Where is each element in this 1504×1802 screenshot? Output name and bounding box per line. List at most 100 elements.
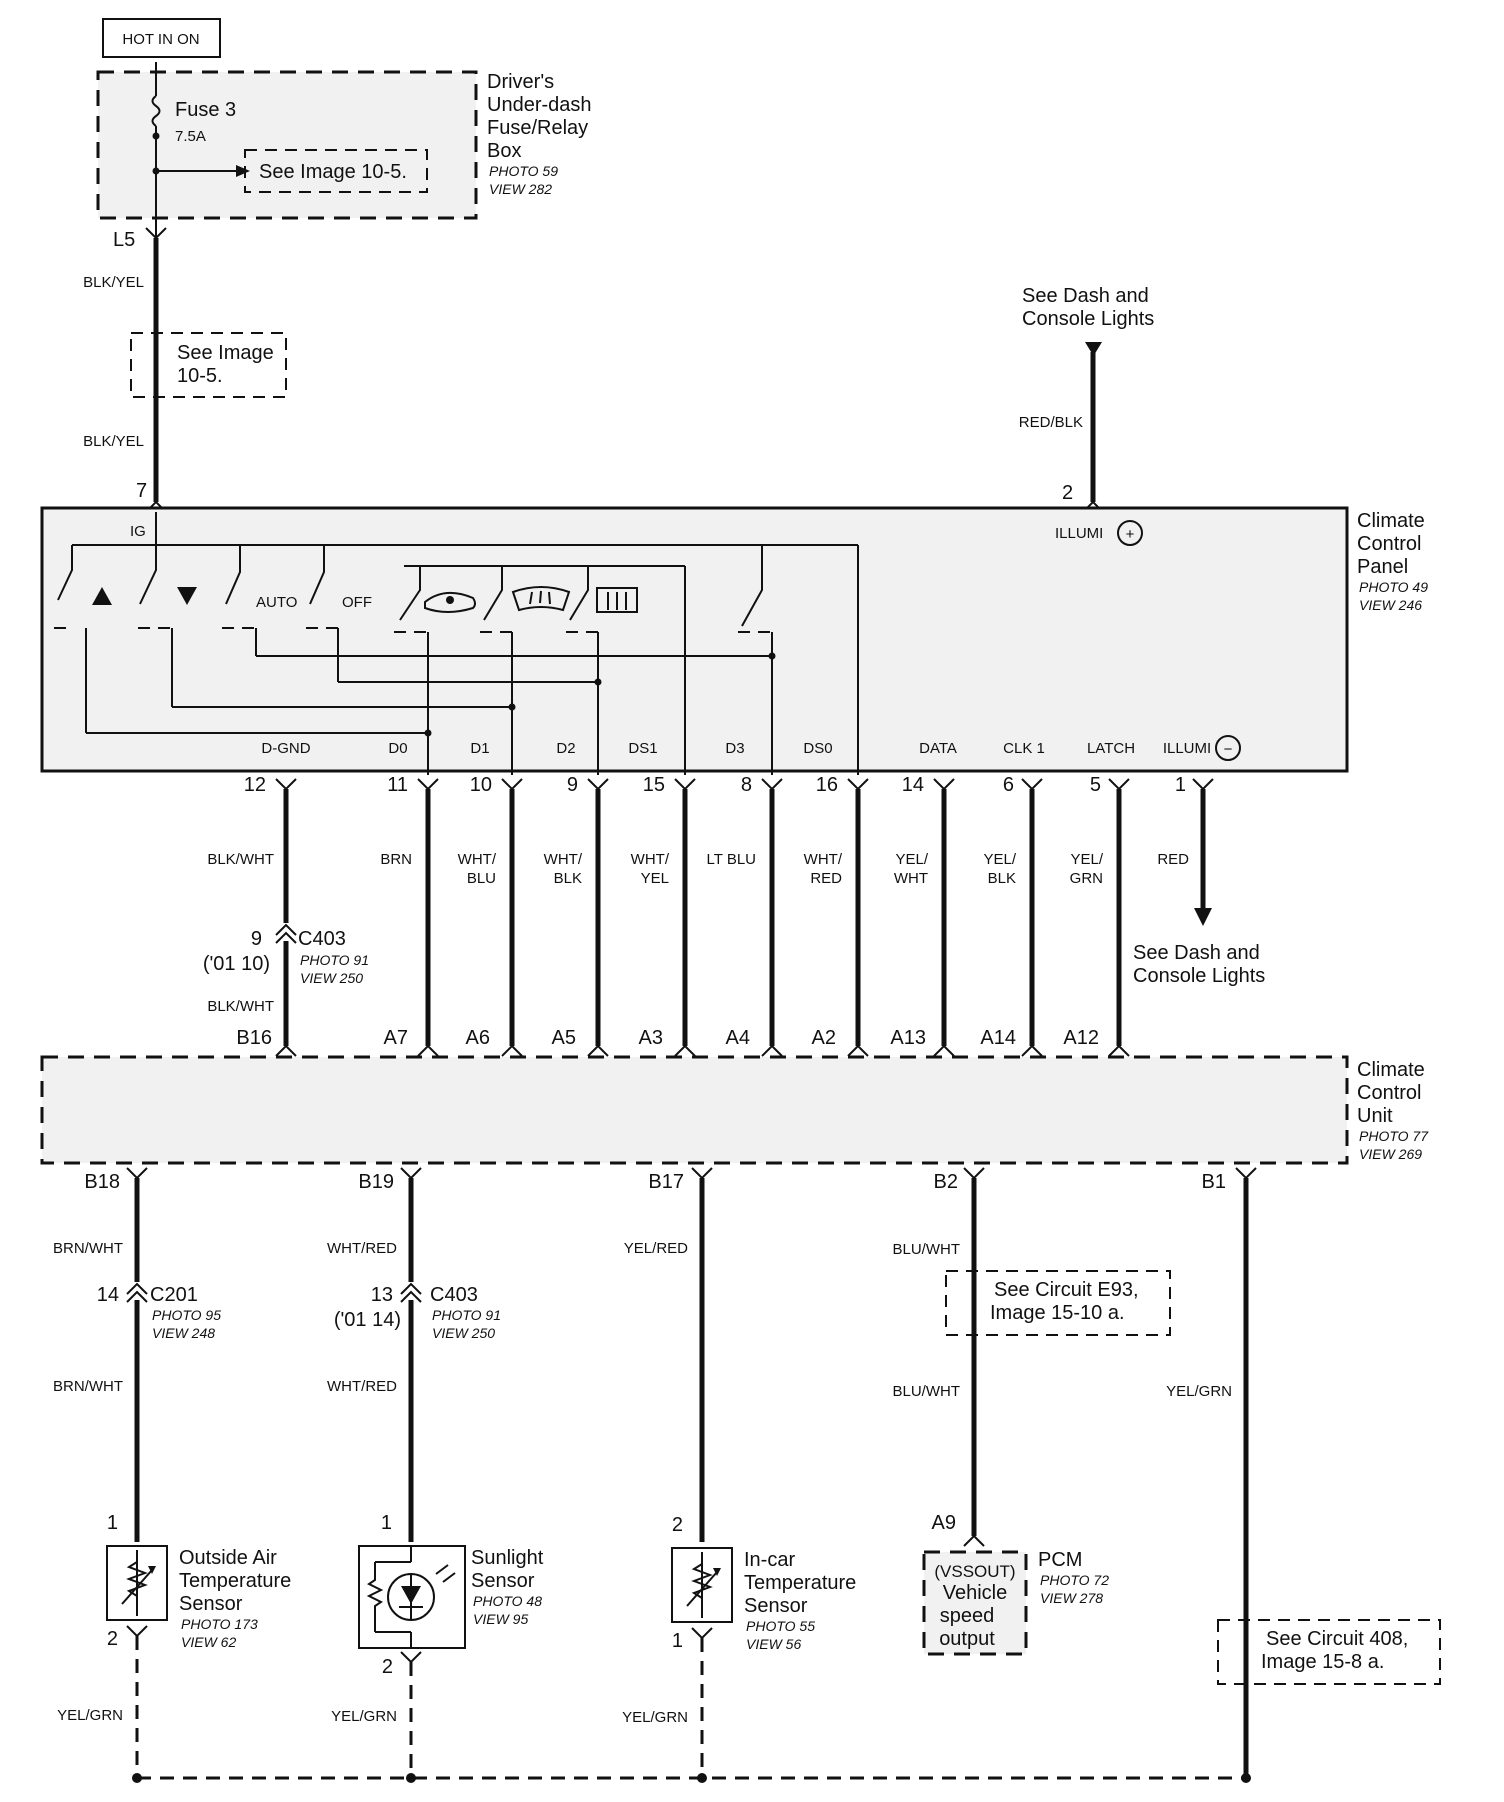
pcm-inner-2: Vehicle — [943, 1582, 1008, 1604]
c403-a-photo: PHOTO 91 — [300, 952, 369, 968]
dash-lights-top-color: RED/BLK — [1019, 414, 1083, 431]
panel-to-unit-wires: 12 BLK/WHT 9 C403 ('01 10) PHOTO 91 VIEW… — [203, 774, 1265, 1057]
photodiode-icon — [358, 1545, 466, 1649]
b17-ground-color: YEL/GRN — [622, 1709, 688, 1726]
panel-pin-6: 6 — [1003, 774, 1014, 796]
unit-pin-b19: B19 — [358, 1171, 394, 1193]
c403-a-pin: 9 — [251, 928, 262, 950]
panel-view: VIEW 246 — [1359, 597, 1422, 613]
wire-d2-color-1: WHT/ — [544, 851, 583, 868]
panel-ig-label: IG — [130, 523, 146, 540]
b1-color: YEL/GRN — [1166, 1383, 1232, 1400]
panel-pin-10: 10 — [470, 774, 492, 796]
panel-pin-12: 12 — [244, 774, 266, 796]
oat-sensor-pin-2: 2 — [107, 1628, 118, 1650]
incar-sensor-pin-1: 1 — [672, 1630, 683, 1652]
sun-sensor-photo: PHOTO 48 — [473, 1593, 542, 1609]
unit-title-1: Climate — [1357, 1059, 1425, 1081]
panel-switch-matrix: AUTO OFF — [54, 545, 859, 775]
b2-ref-2: Image 15-10 a. — [990, 1302, 1125, 1324]
svg-text:HOT IN ON: HOT IN ON — [122, 31, 199, 48]
fuse-box-view: VIEW 282 — [489, 181, 552, 197]
panel-pin-2: 2 — [1062, 482, 1073, 504]
c201-name: C201 — [150, 1284, 198, 1306]
c403-b-view: VIEW 250 — [432, 1325, 495, 1341]
terminal-d2: D2 — [556, 740, 575, 757]
fuse-relay-box: Fuse 3 7.5A See Image 10-5. Driver's Und… — [96, 62, 592, 238]
b18-color-lower: BRN/WHT — [53, 1378, 123, 1395]
wire-ds0: 16 WHT/ RED A2 — [804, 774, 869, 1057]
unit-pin-b2: B2 — [934, 1171, 958, 1193]
panel-pin-8: 8 — [741, 774, 752, 796]
panel-terminal-labels: D-GND D0 D1 D2 DS1 D3 DS0 DATA CLK 1 LAT… — [261, 735, 1241, 761]
terminal-ds1: DS1 — [628, 740, 657, 757]
wire-data: 14 YEL/ WHT A13 — [890, 774, 955, 1057]
unit-pin-a4: A4 — [726, 1027, 750, 1049]
dash-lights-feed-top: See Dash and Console Lights RED/BLK 2 — [1019, 285, 1154, 513]
unit-view: VIEW 269 — [1359, 1146, 1422, 1162]
unit-pin-a6: A6 — [466, 1027, 490, 1049]
sun-sensor-pin-2: 2 — [382, 1656, 393, 1678]
b2-color-upper: BLU/WHT — [893, 1241, 961, 1258]
b19-ground-color: YEL/GRN — [331, 1708, 397, 1725]
b18-ground-color: YEL/GRN — [57, 1707, 123, 1724]
unit-pin-a13: A13 — [890, 1027, 926, 1049]
wire-l5-ref-1: See Image — [177, 342, 274, 364]
wire-d3: 8 LT BLU A4 — [707, 774, 783, 1057]
wire-data-color-1: YEL/ — [895, 851, 928, 868]
panel-pin-11: 11 — [387, 774, 408, 796]
panel-pin-15: 15 — [643, 774, 665, 796]
circuit-b2-pcm-vss: B2 BLU/WHT See Circuit E93, Image 15-10 … — [893, 1167, 1171, 1656]
b17-color: YEL/RED — [624, 1240, 688, 1257]
wire-illumi-minus-red: 1 RED See Dash and Console Lights — [1133, 774, 1265, 987]
panel-title-1: Climate — [1357, 510, 1425, 532]
unit-pin-b17: B17 — [648, 1171, 684, 1193]
wire-d0: 11 BRN A7 — [380, 774, 439, 1057]
unit-photo: PHOTO 77 — [1359, 1128, 1429, 1144]
oat-sensor-view: VIEW 62 — [181, 1634, 236, 1650]
b2-color-lower: BLU/WHT — [893, 1383, 961, 1400]
thermistor-icon — [106, 1545, 168, 1621]
wire-d1-color-1: WHT/ — [458, 851, 497, 868]
terminal-ds0: DS0 — [803, 740, 832, 757]
oat-sensor-pin-1: 1 — [107, 1512, 118, 1534]
wire-l5-ref-2: 10-5. — [177, 365, 223, 387]
dash-lights-top-1: See Dash and — [1022, 285, 1149, 307]
terminal-d3: D3 — [725, 740, 744, 757]
incar-sensor-title-1: In-car — [744, 1549, 795, 1571]
b1-ref-1: See Circuit 408, — [1266, 1628, 1408, 1650]
unit-pin-a14: A14 — [980, 1027, 1016, 1049]
incar-sensor-pin-2: 2 — [672, 1514, 683, 1536]
unit-pin-a2: A2 — [812, 1027, 836, 1049]
wire-d3-color: LT BLU — [707, 851, 756, 868]
wire-latch-color-1: YEL/ — [1070, 851, 1103, 868]
unit-title-2: Control — [1357, 1082, 1421, 1104]
fuse-box-title-3: Fuse/Relay — [487, 117, 588, 139]
wire-clk1: 6 YEL/ BLK A14 — [980, 774, 1043, 1057]
circuit-b17-incar-sensor: B17 YEL/RED 2 1 In-car Temperature Senso… — [622, 1167, 856, 1778]
c201-photo: PHOTO 95 — [152, 1307, 221, 1323]
dash-lights-bottom-1: See Dash and — [1133, 942, 1260, 964]
b2-ref-1: See Circuit E93, — [994, 1279, 1139, 1301]
wire-clk1-color-1: YEL/ — [983, 851, 1016, 868]
wire-d-gnd-color: BLK/WHT — [207, 851, 274, 868]
pcm-pin-a9: A9 — [932, 1512, 956, 1534]
unit-pin-a5: A5 — [552, 1027, 576, 1049]
b19-color-upper: WHT/RED — [327, 1240, 397, 1257]
panel-title-3: Panel — [1357, 556, 1408, 578]
unit-title-3: Unit — [1357, 1105, 1393, 1127]
front-defrost-icon — [511, 586, 571, 612]
terminal-d-gnd: D-GND — [261, 740, 310, 757]
pcm-view: VIEW 278 — [1040, 1590, 1103, 1606]
c403-b-year: ('01 14) — [334, 1309, 401, 1331]
c201-view: VIEW 248 — [152, 1325, 215, 1341]
panel-pin-16: 16 — [816, 774, 838, 796]
unit-pin-b16: B16 — [236, 1027, 272, 1049]
sun-sensor-title-2: Sensor — [471, 1570, 535, 1592]
wire-latch: 5 YEL/ GRN A12 — [1063, 774, 1130, 1057]
rear-defrost-icon — [596, 587, 638, 613]
pcm-name: PCM — [1038, 1549, 1082, 1571]
c403-a-year: ('01 10) — [203, 953, 270, 975]
oat-sensor-title-2: Temperature — [179, 1570, 291, 1592]
fuse-rating: 7.5A — [175, 128, 206, 145]
